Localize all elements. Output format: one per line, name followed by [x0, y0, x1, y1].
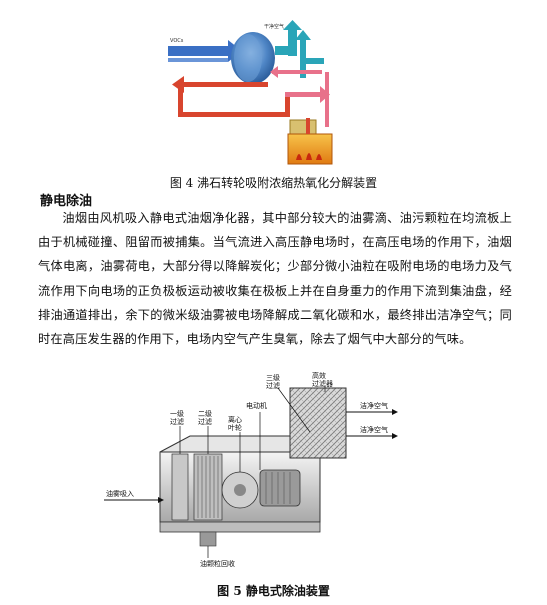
label-clean-air-2: 洁净空气 — [360, 425, 388, 434]
label-hepa-line2: 过滤器 — [312, 379, 333, 388]
figure-4-diagram: VOCs 干净空气 — [150, 20, 350, 170]
oil-mist-inlet-arrow — [104, 497, 164, 503]
purifier-housing — [159, 387, 347, 547]
label-impeller-line1: 离心 — [228, 415, 242, 424]
oxidizer-burner — [287, 118, 333, 165]
label-impeller-line2: 叶轮 — [228, 423, 242, 432]
hot-air-loop-arrows — [172, 66, 330, 127]
vocs-label: VOCs — [170, 38, 184, 44]
figure-4-caption: 图 4 沸石转轮吸附浓缩热氧化分解装置 — [169, 176, 378, 190]
label-stage1-line2: 过滤 — [170, 417, 184, 426]
label-stage2-line1: 二级 — [198, 409, 212, 418]
clean-air-outflow-arrow — [275, 20, 324, 78]
clean-air-label: 干净空气 — [264, 23, 284, 30]
label-oil-recovery: 油颗粒回收 — [200, 559, 235, 568]
label-stage3-line2: 过滤 — [266, 381, 280, 390]
clean-air-arrow-2 — [346, 433, 398, 439]
leader-lines — [179, 386, 326, 558]
zeolite-wheel — [231, 32, 275, 84]
label-oil-mist-in: 油雾吸入 — [106, 489, 134, 498]
section-paragraph: 油烟由风机吸入静电式油烟净化器，其中部分较大的油雾滴、油污颗粒在均流板上由于机械… — [38, 211, 512, 347]
label-motor: 电动机 — [246, 401, 267, 410]
figure-5-diagram: 三级 过滤 高效 过滤器 电动机 一级 过滤 二级 过滤 离心 叶轮 洁净空气 … — [100, 371, 440, 582]
label-hepa-line1: 高效 — [312, 372, 326, 380]
label-stage1-line1: 一级 — [170, 409, 184, 418]
figure-5-caption: 图 5 静电式除油装置 — [217, 584, 330, 598]
clean-air-arrow-1 — [346, 409, 398, 415]
label-stage3-line1: 三级 — [266, 373, 280, 382]
section-heading: 静电除油 — [40, 194, 93, 209]
label-clean-air-1: 洁净空气 — [360, 401, 388, 410]
label-stage2-line2: 过滤 — [198, 417, 212, 426]
